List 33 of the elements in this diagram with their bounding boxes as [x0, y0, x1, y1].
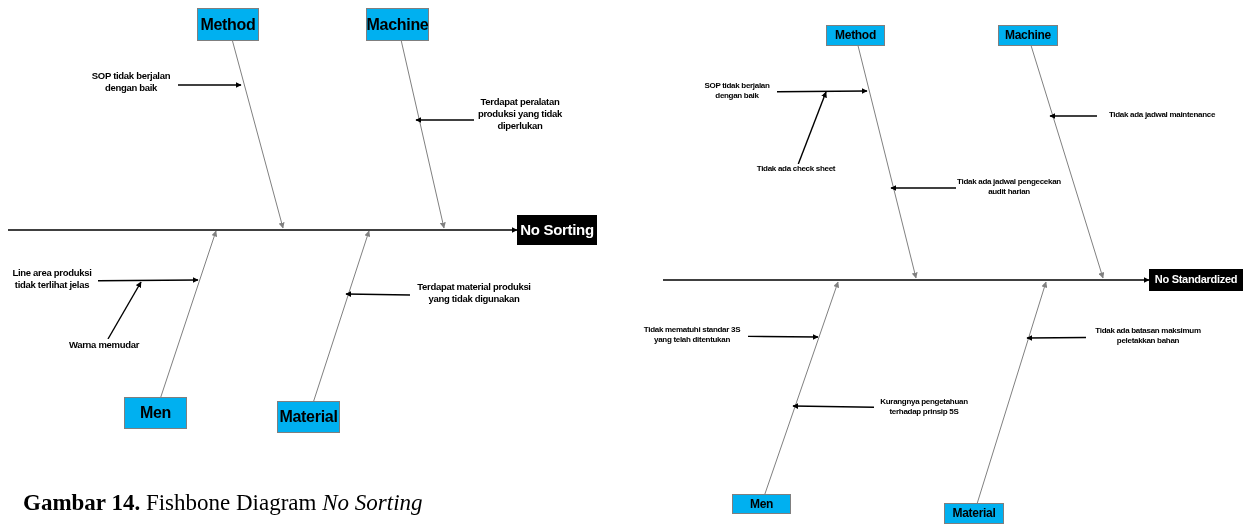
arrow	[97, 277, 199, 284]
arrow	[747, 333, 819, 340]
category-box: Material	[944, 503, 1004, 524]
category-box: Method	[197, 8, 259, 41]
arrow	[792, 403, 875, 410]
bone-arrow	[764, 281, 840, 495]
figure-caption: Gambar 14. Fishbone Diagram No Sorting	[23, 490, 423, 516]
category-box: Method	[826, 25, 885, 46]
arrow	[345, 291, 411, 298]
bone-arrow	[313, 230, 371, 402]
arrow	[1026, 334, 1087, 341]
arrow	[107, 281, 142, 340]
bone-arrow	[857, 45, 918, 279]
arrow	[797, 91, 827, 165]
arrow	[7, 227, 518, 233]
arrow	[177, 82, 242, 88]
arrow	[415, 117, 475, 123]
arrow	[776, 88, 868, 95]
category-box: Machine	[998, 25, 1058, 46]
bone-arrow	[160, 230, 218, 398]
bone-arrow	[976, 281, 1048, 504]
category-box: Men	[732, 494, 791, 514]
category-box: Material	[277, 401, 340, 433]
arrow	[662, 277, 1150, 283]
category-box: Men	[124, 397, 187, 429]
problem-head-box: No Sorting	[517, 215, 597, 245]
bone-arrow	[400, 40, 446, 229]
bone-arrow	[232, 40, 285, 229]
arrow	[1049, 113, 1098, 119]
category-box: Machine	[366, 8, 429, 41]
arrow	[890, 185, 957, 191]
problem-head-box: No Standardized	[1149, 269, 1243, 291]
bone-arrow	[1030, 45, 1105, 279]
